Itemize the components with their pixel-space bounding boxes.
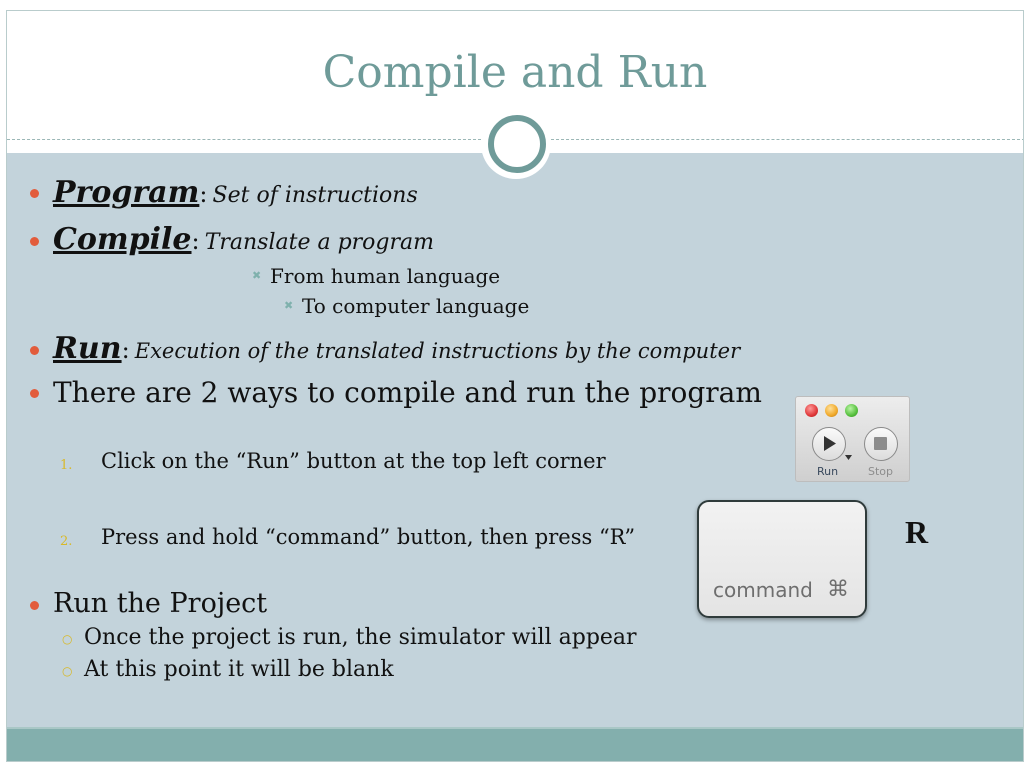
- bullet-program: Program: Set of instructions: [53, 175, 418, 210]
- slide-title: Compile and Run: [322, 47, 708, 98]
- compile-sub-1: From human language: [270, 264, 501, 288]
- header-divider-right: [551, 139, 1023, 140]
- compile-sub-2: To computer language: [302, 294, 530, 318]
- definition-run: Execution of the translated instructions…: [134, 339, 741, 363]
- run-label: Run: [817, 465, 839, 478]
- term-program: Program: [53, 175, 200, 210]
- way-number: 2.: [60, 534, 73, 549]
- ring-ornament-icon: [488, 115, 546, 173]
- bullet-dot-icon: [30, 389, 39, 398]
- ways-heading: There are 2 ways to compile and run the …: [53, 376, 762, 409]
- circle-marker-icon: ○: [62, 632, 73, 646]
- run-project-item-2: At this point it will be blank: [84, 657, 394, 682]
- xcode-toolbar-image: Run Stop: [795, 396, 910, 482]
- bullet-compile: Compile: Translate a program: [53, 222, 434, 257]
- run-project-item-1: Once the project is run, the simulator w…: [84, 625, 637, 650]
- minimize-light-icon: [825, 404, 838, 417]
- bullet-dot-icon: [30, 189, 39, 198]
- close-light-icon: [805, 404, 818, 417]
- zoom-light-icon: [845, 404, 858, 417]
- stop-icon: [874, 437, 887, 450]
- stop-label: Stop: [868, 465, 894, 478]
- way-2-text: Press and hold “command” button, then pr…: [101, 525, 636, 549]
- bullet-dot-icon: [30, 237, 39, 246]
- definition-program: Set of instructions: [212, 183, 418, 208]
- term-run: Run: [53, 331, 122, 366]
- stop-button[interactable]: [864, 427, 898, 461]
- run-project-heading: Run the Project: [53, 588, 268, 619]
- dropdown-arrow-icon: [845, 455, 852, 460]
- bullet-dot-icon: [30, 346, 39, 355]
- play-icon: [824, 436, 836, 451]
- slide-footer: [7, 727, 1023, 761]
- definition-compile: Translate a program: [204, 230, 434, 255]
- sub-bullet-marker-icon: ✖: [284, 299, 294, 312]
- circle-marker-icon: ○: [62, 664, 73, 678]
- sub-bullet-marker-icon: ✖: [252, 269, 262, 282]
- term-compile: Compile: [53, 222, 192, 257]
- bullet-run: Run: Execution of the translated instruc…: [53, 331, 741, 366]
- bullet-dot-icon: [30, 601, 39, 610]
- r-key-label: R: [905, 514, 929, 550]
- command-symbol-icon: ⌘: [827, 577, 849, 602]
- way-1-text: Click on the “Run” button at the top lef…: [101, 449, 606, 473]
- way-number: 1.: [60, 458, 73, 473]
- run-button[interactable]: [812, 427, 846, 461]
- command-key-label: command: [713, 578, 813, 602]
- header-divider-left: [7, 139, 481, 140]
- command-key-image: command ⌘: [697, 500, 867, 618]
